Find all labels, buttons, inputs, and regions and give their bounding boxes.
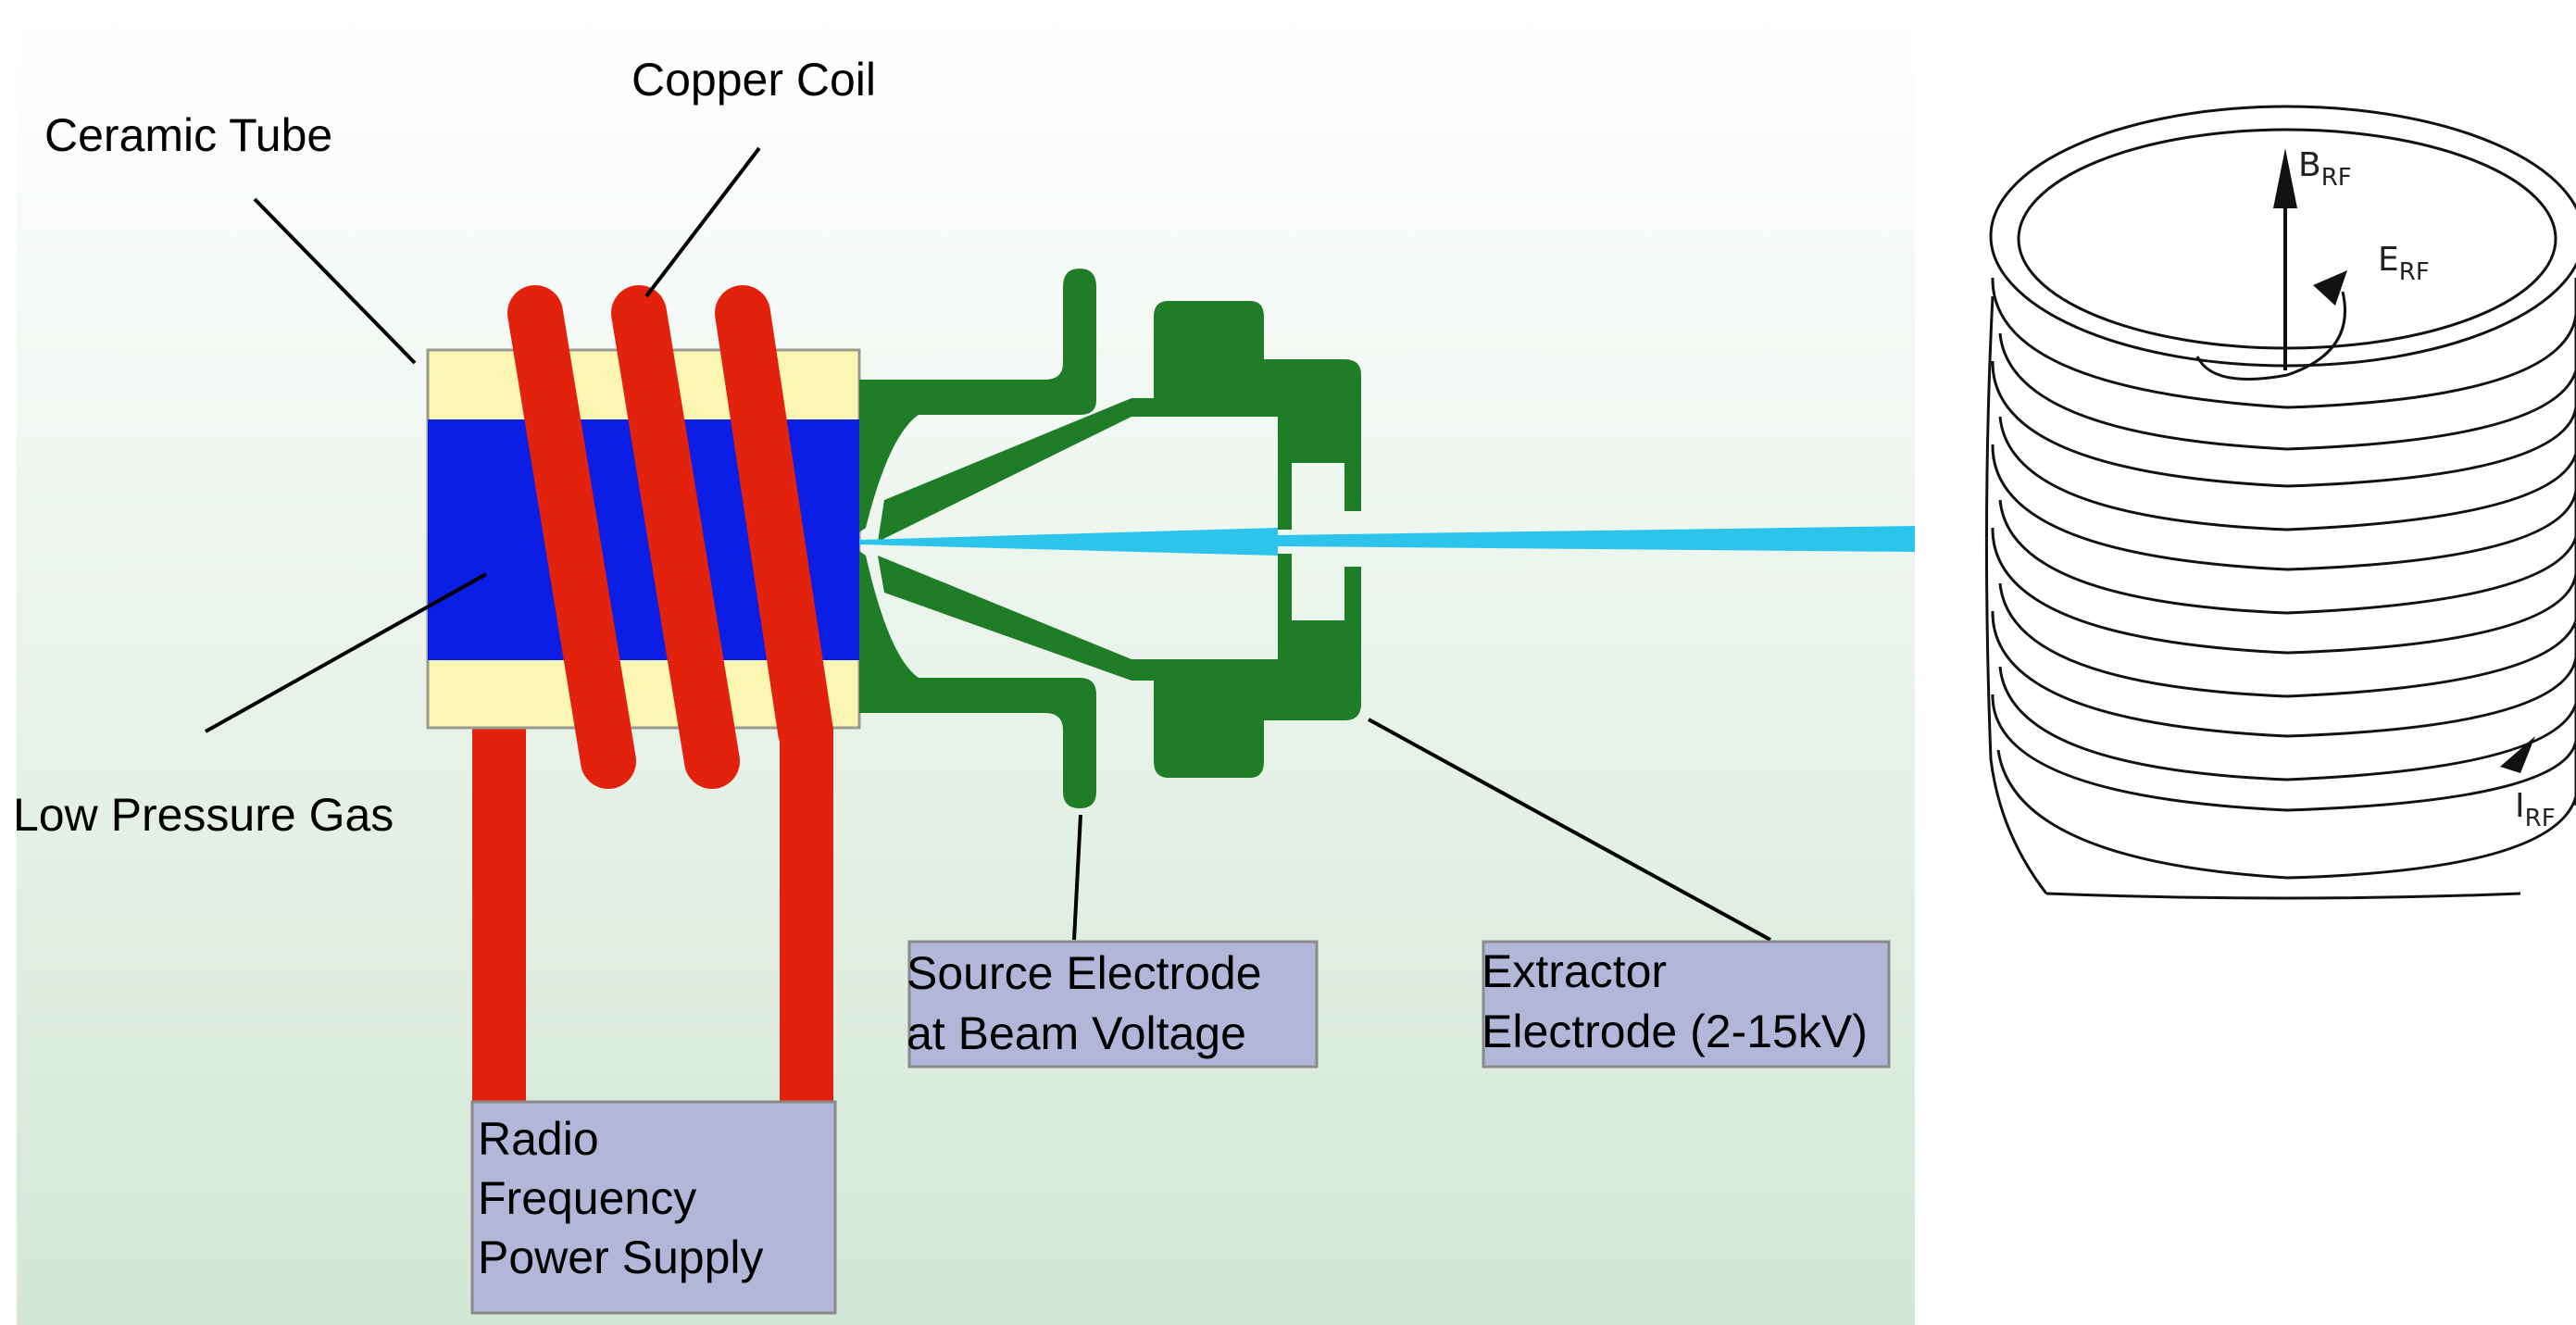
- e-field-label: ERF: [2378, 241, 2430, 286]
- extractor-electrode-upper: [878, 301, 1361, 542]
- e-field-arrowhead: [2313, 270, 2347, 306]
- extractor-electrode-lower: [878, 554, 1361, 778]
- coil-turn-line: [1996, 749, 2576, 880]
- b-field-arrowhead: [2273, 148, 2297, 208]
- source-electrode: [859, 269, 1096, 808]
- source-electrode-box: [907, 940, 1319, 1069]
- source-electrode-lower: [859, 551, 1096, 808]
- i-current-arrowhead: [2500, 736, 2535, 773]
- rf-coil-sketch: [1984, 105, 2576, 900]
- coil-turn-3: [715, 285, 833, 759]
- coil-body-left-edge: [1984, 295, 2048, 894]
- leader-lines: [205, 146, 1771, 942]
- ion-beam-inner: [859, 528, 1278, 556]
- extractor-electrode: [878, 301, 1361, 778]
- coil-turn-line: [1991, 527, 2576, 655]
- source-electrode-label-line1: Source Electrode: [907, 947, 1262, 999]
- coil-turns: [1991, 277, 2576, 900]
- ion-beam: [859, 526, 1915, 556]
- coil-turn-line: [1998, 416, 2576, 531]
- copper-coil-label: Copper Coil: [631, 54, 876, 106]
- coil-turn-line: [1991, 360, 2576, 488]
- coil-turn-line: [1998, 499, 2576, 615]
- panel-background: [17, 0, 1915, 1325]
- source-electrode-upper: [859, 269, 1096, 532]
- rf-supply-label-line3: Power Supply: [478, 1231, 764, 1283]
- rf-supply-label-line2: Frequency: [478, 1172, 696, 1224]
- source-electrode-label-line2: at Beam Voltage: [907, 1007, 1246, 1059]
- b-field-label: BRF: [2298, 146, 2352, 192]
- coil-bottom-edge: [2045, 892, 2521, 900]
- coil-field-labels: BRF ERF IRF: [2298, 146, 2556, 832]
- rf-supply-box: [470, 1100, 837, 1315]
- source-electrode-leader: [1072, 814, 1082, 941]
- rf-lead-right: [780, 718, 833, 1106]
- rf-supply-label-line1: Radio: [478, 1113, 599, 1165]
- coil-turn-2: [611, 285, 740, 789]
- coil-turn-line: [1991, 444, 2576, 571]
- rf-lead-left: [472, 718, 526, 1106]
- coil-turn-1: [507, 285, 636, 789]
- coil-turn-line: [1991, 694, 2576, 812]
- ion-source-panel: Ceramic Tube Copper Coil Low Pressure Ga…: [13, 0, 1915, 1325]
- e-field-arc: [2195, 291, 2346, 381]
- extractor-electrode-label-line2: Electrode (2-15kV): [1482, 1006, 1868, 1057]
- ceramic-tube-label: Ceramic Tube: [44, 109, 332, 161]
- extractor-electrode-label-line1: Extractor: [1482, 945, 1667, 997]
- coil-turn-line: [1998, 332, 2576, 451]
- coil-turn-line: [1991, 610, 2576, 738]
- i-current-label: IRF: [2515, 787, 2556, 832]
- ion-beam-outer: [1278, 526, 1915, 552]
- extractor-electrode-leader: [1368, 718, 1771, 942]
- low-pressure-gas-label: Low Pressure Gas: [13, 789, 394, 841]
- copper-coil-leader: [644, 146, 761, 298]
- ceramic-tube-leader: [253, 197, 417, 365]
- coil-turn-line: [1991, 277, 2576, 409]
- coil-turn-line: [1998, 582, 2576, 698]
- copper-coil: [507, 285, 833, 789]
- low-pressure-gas-leader: [205, 572, 487, 733]
- coil-turn-line: [1998, 666, 2576, 781]
- extractor-electrode-box: [1482, 940, 1891, 1069]
